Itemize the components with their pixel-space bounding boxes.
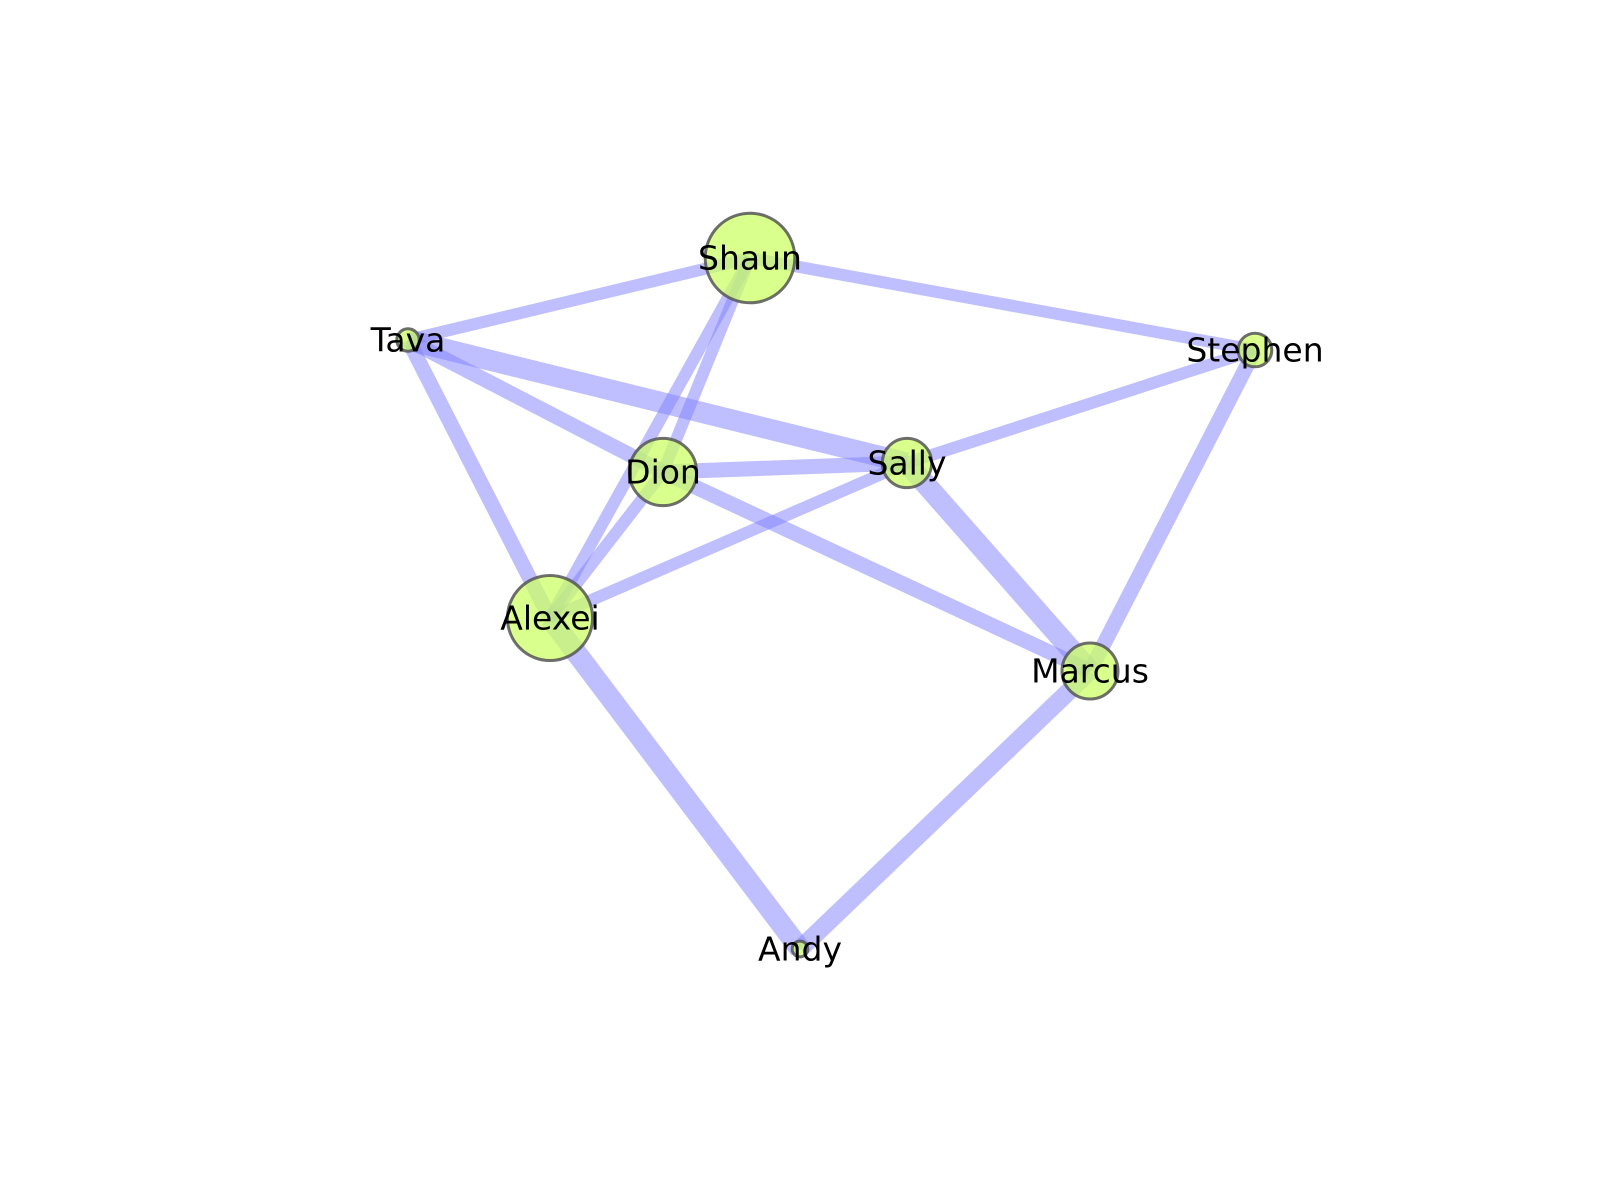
node-label-dion: Dion — [625, 453, 701, 492]
edge-stephen-sally — [905, 344, 1257, 469]
node-label-alexei: Alexei — [500, 599, 599, 638]
node-dion[interactable] — [627, 436, 699, 508]
node-andy[interactable] — [790, 939, 810, 959]
node-label-tava: Tava — [370, 321, 446, 360]
edge-dion-marcus — [659, 465, 1094, 678]
edge-shaun-tava — [406, 252, 752, 346]
edge-tava-alexei — [401, 336, 557, 622]
edge-dion-sally — [662, 455, 908, 480]
edge-alexei-andy — [541, 611, 809, 956]
node-marcus[interactable] — [1060, 641, 1120, 701]
node-alexei[interactable] — [505, 573, 595, 663]
node-label-marcus: Marcus — [1031, 652, 1149, 691]
edge-sally-alexei — [547, 457, 910, 624]
node-label-sally: Sally — [867, 444, 946, 483]
node-label-shaun: Shaun — [698, 239, 802, 278]
node-label-andy: Andy — [758, 930, 842, 969]
node-shaun[interactable] — [703, 211, 797, 305]
edge-stephen-marcus — [1083, 346, 1262, 675]
edge-shaun-alexei — [544, 255, 756, 621]
edge-tava-dion — [404, 333, 667, 479]
node-sally[interactable] — [880, 436, 934, 490]
edge-sally-marcus — [899, 456, 1098, 678]
nodes-layer — [395, 211, 1274, 959]
edge-marcus-andy — [793, 664, 1097, 956]
node-stephen[interactable] — [1236, 331, 1274, 369]
node-label-stephen: Stephen — [1186, 331, 1323, 370]
edge-shaun-stephen — [748, 252, 1257, 356]
node-tava[interactable] — [395, 327, 421, 353]
edge-tava-sally — [405, 329, 910, 474]
